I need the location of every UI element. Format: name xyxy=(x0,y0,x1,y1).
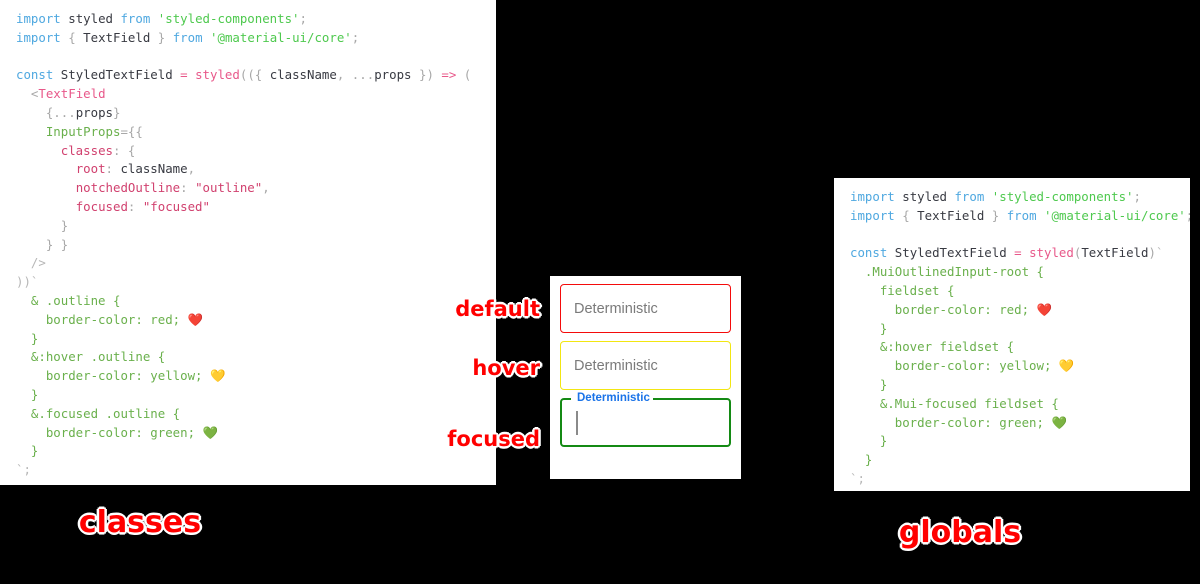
textfield-hover-placeholder: Deterministic xyxy=(574,357,658,374)
field-wrap-default: Deterministic xyxy=(560,284,731,333)
textfield-focused[interactable]: Deterministic xyxy=(560,392,731,447)
annotation-hover: hover xyxy=(472,356,540,380)
code-panel-classes: import styled from 'styled-components'; … xyxy=(0,0,496,485)
code-block-classes: import styled from 'styled-components'; … xyxy=(16,11,472,478)
field-wrap-focused: Deterministic xyxy=(560,392,731,447)
annotation-default: default xyxy=(455,297,540,321)
annotation-focused: focused xyxy=(447,427,540,451)
annotation-classes-caption: classes xyxy=(78,505,202,540)
text-caret xyxy=(576,411,578,435)
textfield-hover[interactable]: Deterministic xyxy=(560,341,731,390)
code-panel-globals: import styled from 'styled-components'; … xyxy=(834,178,1190,491)
textfield-demo-panel: Deterministic Deterministic Deterministi… xyxy=(550,276,741,479)
textfield-focused-label: Deterministic xyxy=(574,392,653,405)
textfield-default[interactable]: Deterministic xyxy=(560,284,731,333)
textfield-default-placeholder: Deterministic xyxy=(574,300,658,317)
code-block-globals: import styled from 'styled-components'; … xyxy=(850,189,1190,486)
field-wrap-hover: Deterministic xyxy=(560,341,731,390)
annotation-globals-caption: globals xyxy=(898,515,1022,550)
